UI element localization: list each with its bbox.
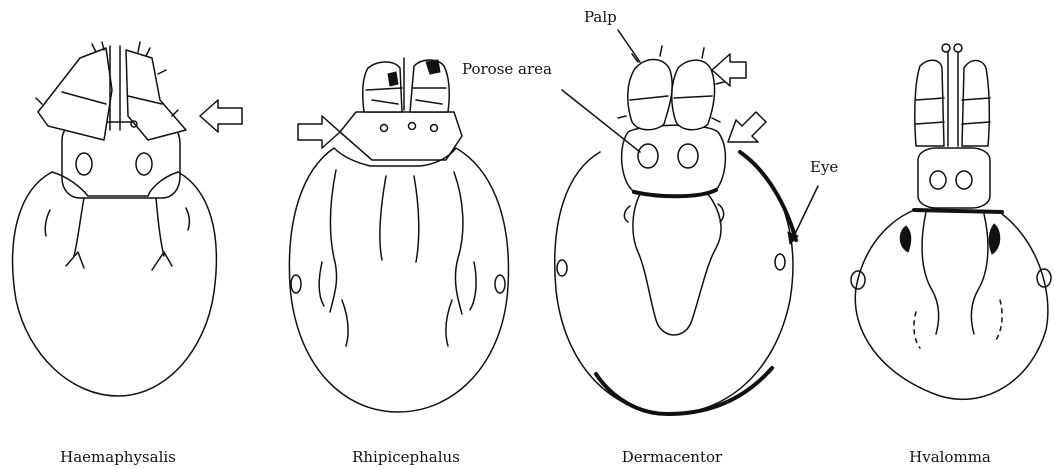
dermacentor-porose-area-left bbox=[638, 144, 658, 168]
dermacentor-palp-right bbox=[672, 60, 715, 130]
rhipicephalus-label: Rhipicephalus bbox=[352, 448, 460, 466]
dermacentor-eye-left bbox=[557, 260, 567, 276]
dermacentor-lower-arrow-icon bbox=[728, 112, 766, 142]
rhipicephalus-eye-right bbox=[495, 275, 505, 293]
hyalomma-body-outline bbox=[855, 210, 1048, 399]
hyalomma-hypostome bbox=[948, 52, 958, 146]
hyalomma-palp-right bbox=[962, 61, 989, 147]
haemaphysalis-label: Haemaphysalis bbox=[60, 448, 176, 466]
rhipicephalus-arrow-icon bbox=[298, 116, 340, 148]
haemaphysalis-porose-area-left bbox=[76, 153, 92, 175]
porose-area-annotation-label: Porose area bbox=[462, 60, 552, 78]
rhipicephalus-palp-left bbox=[363, 62, 402, 112]
dermacentor-basis-capituli bbox=[622, 125, 726, 196]
hyalomma-drawing: Hvalomma bbox=[851, 44, 1051, 466]
haemaphysalis-drawing: Haemaphysalis bbox=[13, 42, 242, 466]
hyalomma-palp-left bbox=[915, 60, 944, 146]
dermacentor-eye-right bbox=[775, 254, 785, 270]
hyalomma-porose-area-left bbox=[930, 171, 946, 189]
dermacentor-upper-arrow-icon bbox=[712, 54, 746, 86]
dermacentor-drawing: Palp Porose area Eye Dermacentor bbox=[462, 8, 838, 466]
rhipicephalus-eye-left bbox=[291, 275, 301, 293]
dermacentor-body-outline bbox=[555, 152, 793, 414]
dermacentor-palp-left bbox=[628, 60, 672, 130]
haemaphysalis-porose-area-right bbox=[136, 153, 152, 175]
haemaphysalis-palp-left bbox=[38, 48, 112, 140]
palp-annotation-label: Palp bbox=[584, 8, 617, 26]
dermacentor-label: Dermacentor bbox=[622, 448, 723, 466]
rhipicephalus-drawing: Rhipicephalus bbox=[289, 58, 508, 466]
hyalomma-label: Hvalomma bbox=[909, 448, 991, 466]
hyalomma-porose-area-right bbox=[956, 171, 972, 189]
dermacentor-scutum bbox=[633, 194, 721, 335]
eye-annotation-label: Eye bbox=[810, 158, 838, 176]
dermacentor-porose-area-right bbox=[678, 144, 698, 168]
hyalomma-basis-capituli bbox=[918, 148, 990, 208]
palp-leader-line bbox=[618, 30, 640, 62]
haemaphysalis-scutum-grooves bbox=[66, 198, 172, 270]
eye-leader-line bbox=[794, 186, 818, 236]
hyalomma-scutum-grooves bbox=[922, 212, 988, 334]
haemaphysalis-arrow-icon bbox=[200, 100, 242, 132]
haemaphysalis-body-outline bbox=[13, 172, 217, 396]
rhipicephalus-scutum-grooves bbox=[319, 170, 476, 346]
rhipicephalus-basis-capituli bbox=[340, 112, 462, 160]
